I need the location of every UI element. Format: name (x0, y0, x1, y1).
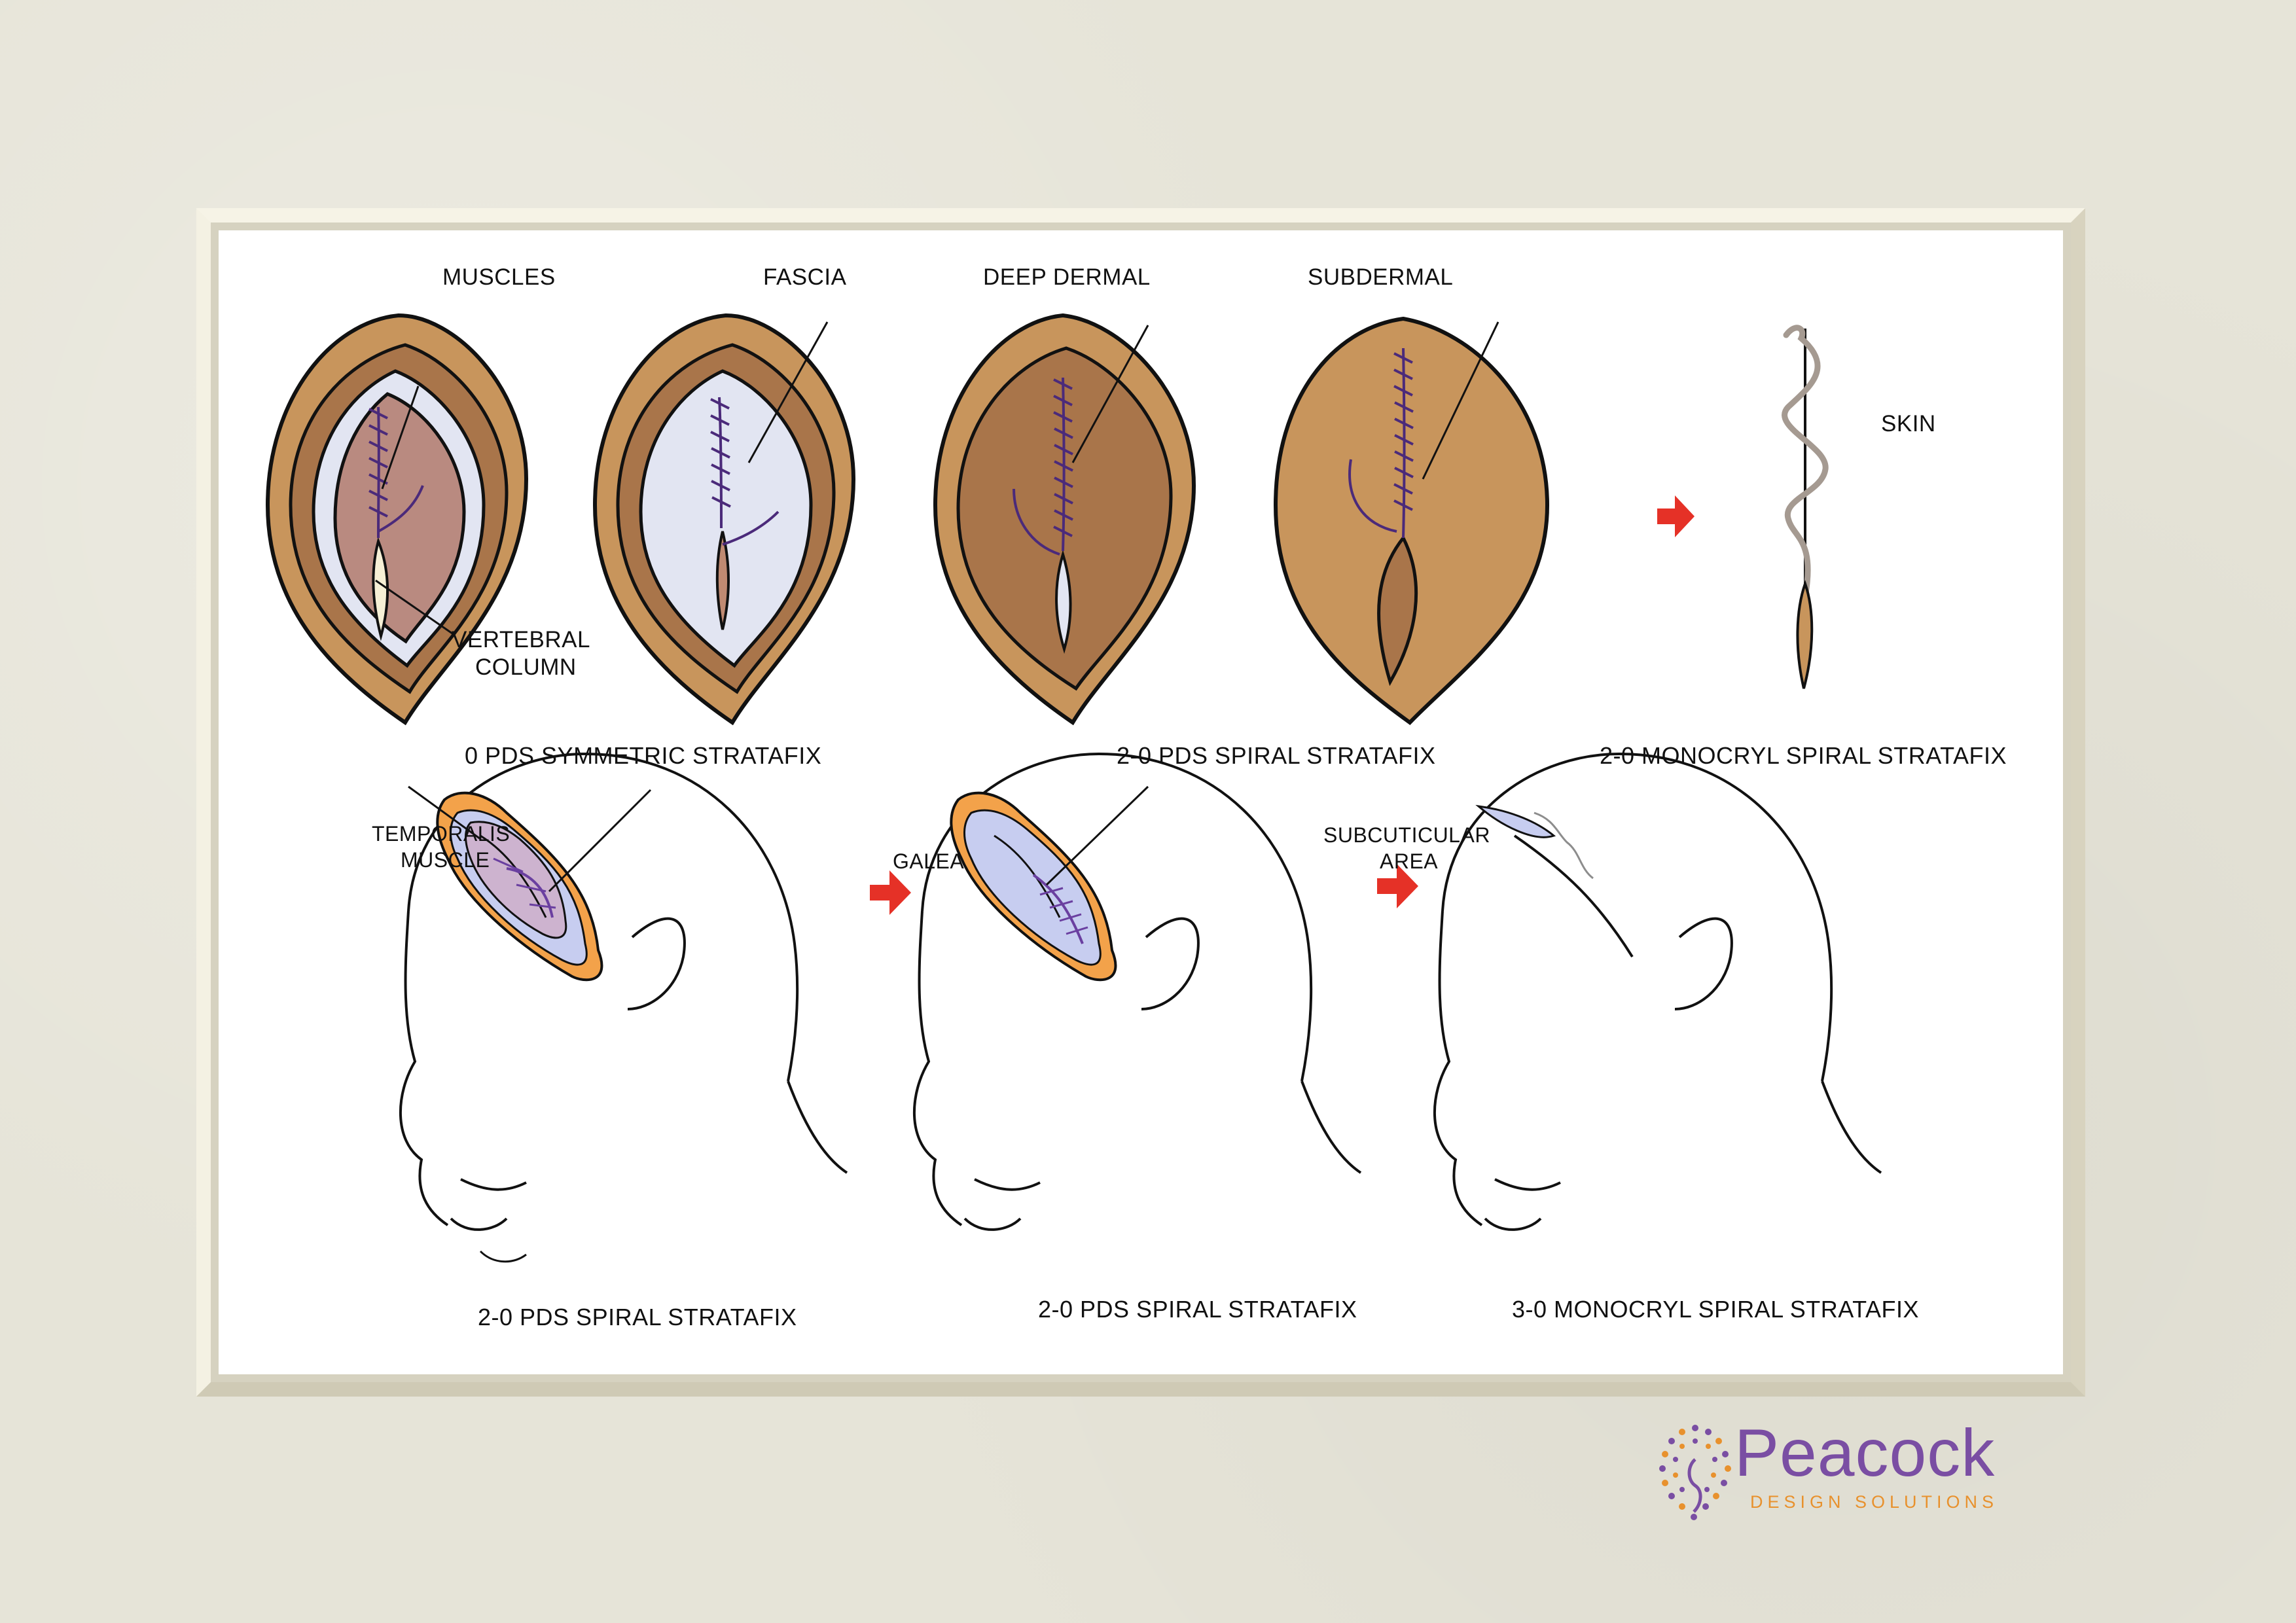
label-galea: GALEA (893, 849, 965, 873)
head-diagram-3 (1433, 752, 1882, 1231)
label-fascia: FASCIA (763, 264, 847, 290)
label-area: AREA (1380, 849, 1439, 873)
caption-bottom-2: 2-0 PDS SPIRAL STRATAFIX (1038, 1296, 1357, 1323)
label-vertebral: VERTEBRAL (452, 627, 590, 652)
suture-layers-diagram (265, 313, 1882, 1263)
arrow-icon (1657, 495, 1695, 537)
mat-bevel (196, 208, 2085, 1397)
wound-diagram-deep-dermal (933, 313, 1196, 726)
caption-bottom-1: 2-0 PDS SPIRAL STRATAFIX (478, 1304, 797, 1330)
wound-diagram-fascia (592, 313, 856, 726)
illustration-card: MUSCLES FASCIA DEEP DERMAL SUBDERMAL SKI… (219, 230, 2063, 1374)
caption-top-1: 0 PDS SYMMETRIC STRATAFIX (465, 742, 822, 769)
label-temporalis: TEMPORALIS (372, 822, 511, 846)
label-muscles: MUSCLES (442, 264, 556, 290)
peacock-logo: Peacock DESIGN SOLUTIONS (1656, 1416, 1999, 1531)
label-skin: SKIN (1881, 411, 1936, 437)
arrow-icon (870, 870, 911, 915)
label-muscle: MUSCLE (401, 848, 490, 872)
label-column: COLUMN (475, 654, 577, 680)
caption-top-2: 2-0 PDS SPIRAL STRATAFIX (1117, 742, 1436, 769)
label-subcuticular: SUBCUTICULAR (1323, 823, 1490, 847)
wound-diagram-muscles (265, 313, 529, 726)
logo-wordmark: Peacock (1734, 1416, 1996, 1490)
caption-top-3: 2-0 MONOCRYL SPIRAL STRATAFIX (1600, 742, 2007, 769)
wound-diagram-subdermal (1273, 316, 1550, 725)
head-diagram-2 (913, 752, 1362, 1231)
head-diagram-1 (399, 752, 848, 1263)
label-deep-dermal: DEEP DERMAL (983, 264, 1151, 290)
arrow-icon (1377, 864, 1418, 908)
caption-bottom-3: 3-0 MONOCRYL SPIRAL STRATAFIX (1512, 1296, 1919, 1323)
skin-suture-diagram (1782, 325, 1829, 689)
logo-tagline: DESIGN SOLUTIONS (1750, 1492, 1999, 1512)
peacock-logo-mark-icon (1659, 1425, 1731, 1520)
label-subdermal: SUBDERMAL (1308, 264, 1454, 290)
